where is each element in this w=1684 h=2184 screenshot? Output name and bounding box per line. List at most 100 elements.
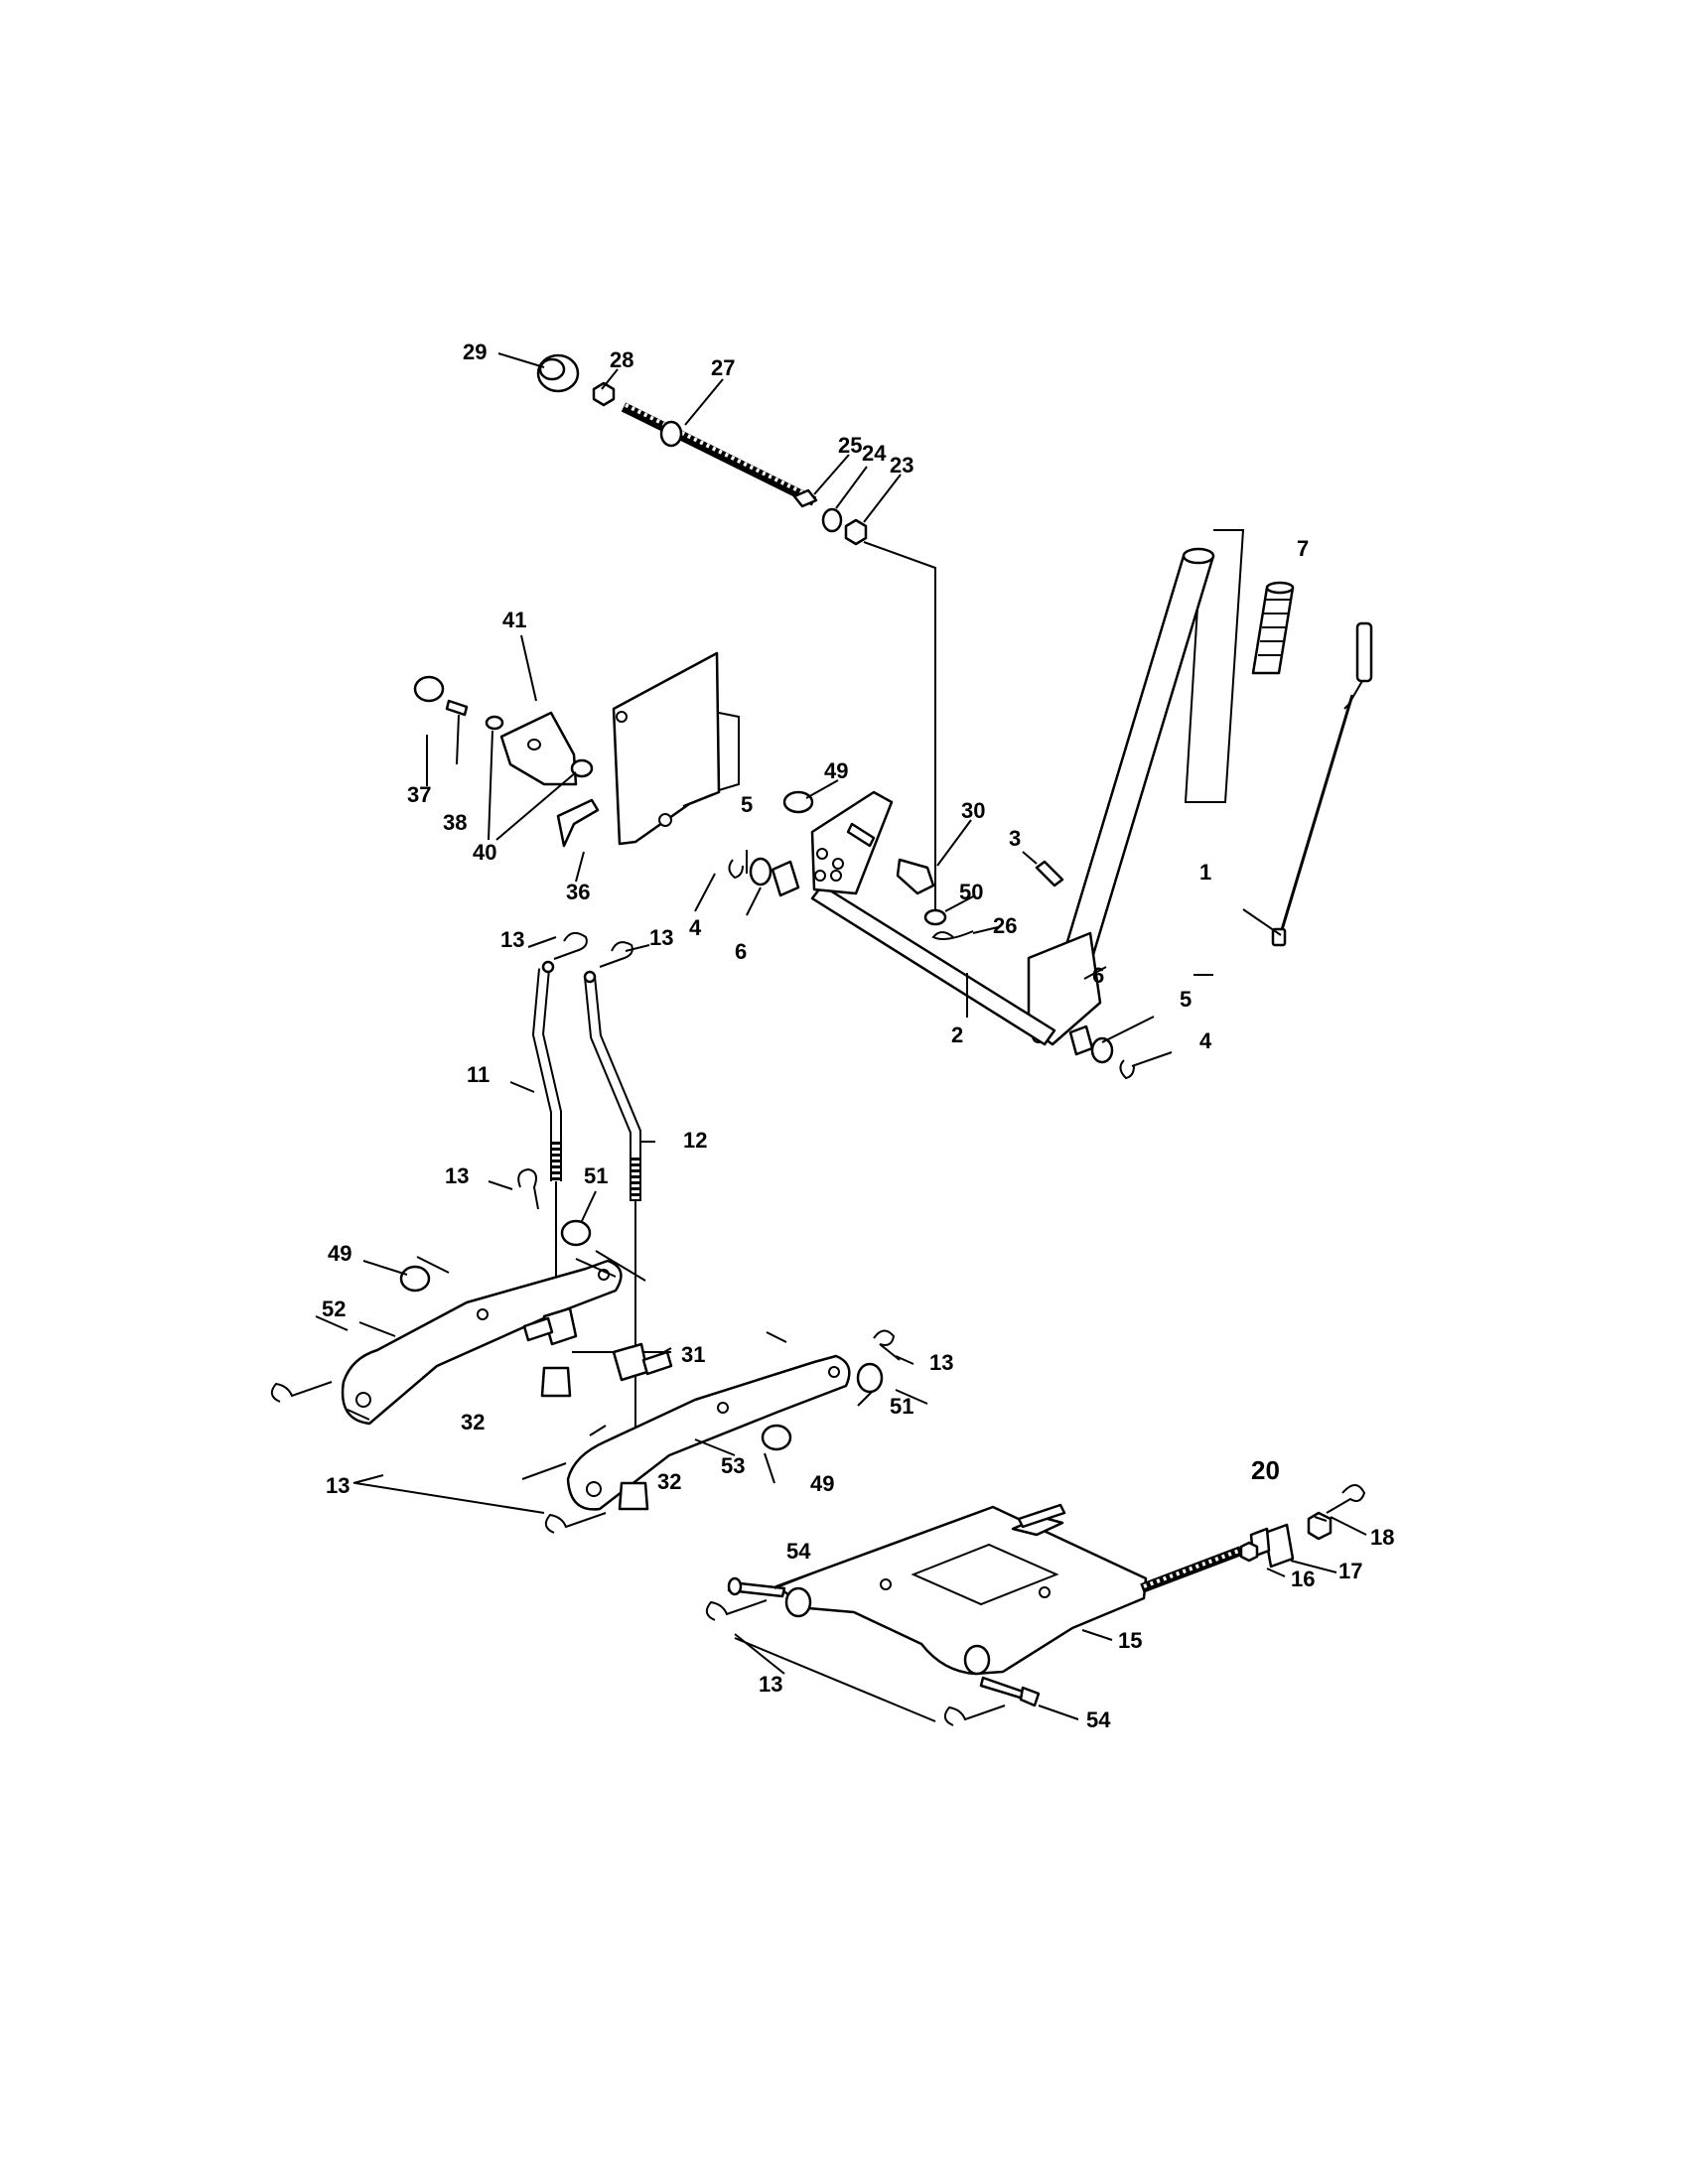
label-24: 24 xyxy=(862,441,887,466)
label-26: 26 xyxy=(993,913,1017,938)
washer-50 xyxy=(923,908,947,926)
label-28: 28 xyxy=(610,347,633,372)
ferrule-30 xyxy=(896,858,935,895)
label-4-left: 4 xyxy=(689,915,702,940)
nut-32-right xyxy=(618,1481,649,1511)
lift-link-12 xyxy=(583,970,641,1201)
label-20: 20 xyxy=(1251,1455,1280,1485)
label-18: 18 xyxy=(1370,1525,1394,1550)
washer-51-right xyxy=(856,1362,884,1394)
retaining-ring-4-right xyxy=(1119,1059,1135,1080)
label-13-d: 13 xyxy=(929,1350,953,1375)
label-38: 38 xyxy=(443,810,467,835)
label-17: 17 xyxy=(1338,1559,1362,1583)
hair-pin-13g xyxy=(705,1599,768,1621)
washer-40a xyxy=(485,715,504,731)
adjustment-knob-29 xyxy=(536,353,580,393)
label-23: 23 xyxy=(890,453,913,478)
lift-arm-52 xyxy=(341,1259,623,1426)
label-54-lower: 54 xyxy=(1086,1707,1111,1732)
label-5-left: 5 xyxy=(741,792,753,817)
label-36: 36 xyxy=(566,880,590,904)
handle-grip-7 xyxy=(1251,581,1295,675)
shaft-stub xyxy=(1017,1503,1066,1529)
label-13-f: 13 xyxy=(759,1672,782,1697)
label-51-right: 51 xyxy=(890,1394,913,1419)
bushing-6-right xyxy=(1068,1024,1094,1056)
lift-link-11 xyxy=(531,960,562,1181)
hair-pin-13d xyxy=(873,1329,901,1361)
washer-40b xyxy=(570,758,594,778)
nut-32-left xyxy=(540,1366,572,1398)
label-13-a: 13 xyxy=(500,927,524,952)
washer-24 xyxy=(821,507,843,533)
label-32-right: 32 xyxy=(657,1469,681,1494)
bushing-49-right xyxy=(761,1424,792,1451)
pin-54-upper-head xyxy=(727,1576,743,1596)
label-51-left: 51 xyxy=(584,1163,608,1188)
label-41: 41 xyxy=(502,608,526,632)
roll-pin-3 xyxy=(1035,860,1064,887)
bracket-plate xyxy=(612,651,740,846)
front-hanger-15 xyxy=(774,1505,1148,1676)
label-25: 25 xyxy=(838,433,862,458)
trunnion-31-right xyxy=(612,1342,673,1382)
lift-arm-53 xyxy=(566,1354,851,1511)
label-50: 50 xyxy=(959,880,983,904)
knob-housing-41 xyxy=(499,711,578,786)
nut-18 xyxy=(1307,1511,1333,1541)
label-49-upper: 49 xyxy=(824,758,848,783)
part-labels: 29 28 27 25 24 23 7 41 49 30 3 1 5 37 38… xyxy=(322,340,1394,1732)
label-5-right: 5 xyxy=(1180,987,1192,1012)
label-53: 53 xyxy=(721,1453,745,1478)
bushing-49-upper xyxy=(782,790,814,814)
label-52: 52 xyxy=(322,1297,346,1321)
label-6-left: 6 xyxy=(735,939,747,964)
nut-28 xyxy=(592,381,616,407)
bushing-49-left xyxy=(399,1265,431,1293)
trunnion-31-left xyxy=(522,1306,578,1346)
bushing-6-left xyxy=(771,860,800,897)
handle-sleeve-panel xyxy=(1184,529,1245,803)
label-49-left: 49 xyxy=(328,1241,351,1266)
label-16: 16 xyxy=(1291,1567,1315,1591)
label-6-right: 6 xyxy=(1092,963,1104,988)
nut-23 xyxy=(844,518,868,546)
label-12: 12 xyxy=(683,1128,707,1153)
label-13-b: 13 xyxy=(649,925,673,950)
lift-handle xyxy=(1027,547,1215,1046)
label-15: 15 xyxy=(1118,1628,1142,1653)
pivot-plate xyxy=(810,790,894,895)
washer-5-right xyxy=(1090,1036,1114,1064)
label-4-right: 4 xyxy=(1199,1028,1212,1053)
hair-pin-13b xyxy=(599,941,633,968)
label-40: 40 xyxy=(473,840,496,865)
label-7: 7 xyxy=(1297,536,1309,561)
label-3: 3 xyxy=(1009,826,1021,851)
label-13-c: 13 xyxy=(445,1163,469,1188)
hair-pin-13h xyxy=(943,1705,1006,1726)
spring-pin-25 xyxy=(792,488,818,508)
washer-5-left xyxy=(749,857,772,887)
hair-pin-13f xyxy=(544,1512,607,1534)
threaded-rod-27 xyxy=(621,402,817,506)
cap-37 xyxy=(413,675,445,703)
retaining-ring-4-left xyxy=(728,859,744,880)
hair-pin-20 xyxy=(1326,1484,1366,1514)
label-49-right: 49 xyxy=(810,1471,834,1496)
cotter-pin-26 xyxy=(931,930,974,940)
hair-pin-13e xyxy=(270,1381,333,1403)
label-30: 30 xyxy=(961,798,985,823)
label-11: 11 xyxy=(467,1062,490,1087)
washer-51-left xyxy=(560,1219,592,1247)
label-2: 2 xyxy=(951,1023,963,1047)
label-29: 29 xyxy=(463,340,487,364)
label-32-left: 32 xyxy=(461,1410,485,1434)
hair-pin-13a xyxy=(553,931,588,960)
label-54-upper: 54 xyxy=(786,1539,811,1564)
label-13-e: 13 xyxy=(326,1473,350,1498)
cable-rod-1 xyxy=(1271,621,1373,947)
label-31: 31 xyxy=(681,1342,705,1367)
hair-pin-13c xyxy=(517,1167,539,1210)
